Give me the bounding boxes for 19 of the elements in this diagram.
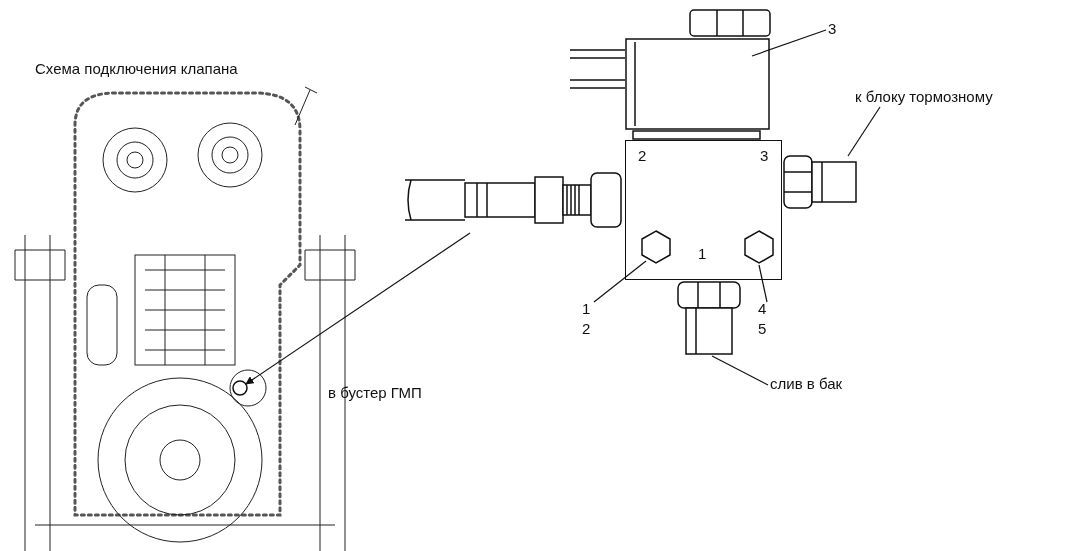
callout-number: 5: [758, 320, 767, 338]
callout-number: 4: [758, 300, 767, 318]
annotation-text: слив в бак: [770, 375, 843, 393]
leader-line: [593, 260, 647, 303]
callout-number: 2: [582, 320, 591, 338]
arrow: [245, 232, 471, 385]
leader-line: [711, 355, 769, 386]
leader-line: [751, 29, 827, 57]
port-number: 2: [638, 147, 647, 165]
diagram-title: Схема подключения клапана: [35, 60, 238, 78]
callout-number: 3: [828, 20, 837, 38]
callout-number: 1: [582, 300, 591, 318]
port-number: 3: [760, 147, 769, 165]
annotation-text: к блоку тормозному: [855, 88, 993, 106]
leader-line: [847, 106, 881, 157]
valve-body: [625, 140, 782, 280]
port-number: 1: [698, 245, 707, 263]
leader-line: [758, 264, 768, 303]
annotation-text: в бустер ГМП: [328, 384, 422, 402]
